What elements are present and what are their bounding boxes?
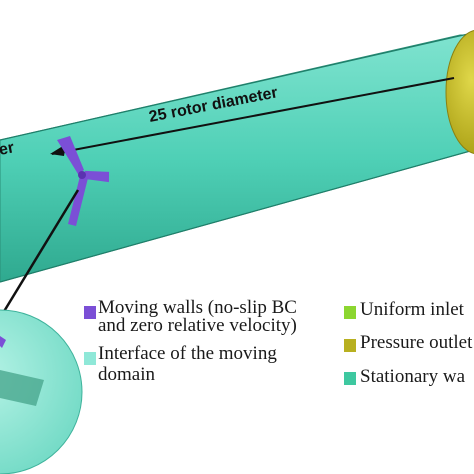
legend-stationary-walls: Stationary wa [360, 366, 466, 387]
legend-interface-line1: Interface of the moving [98, 343, 277, 364]
rotor-blade-upper [57, 136, 84, 174]
rotor-hub [78, 171, 86, 179]
rotor-blade-right [84, 170, 110, 183]
cylinder-top-edge [0, 33, 469, 141]
legend-swatch-uniform-inlet [344, 306, 356, 319]
legend-swatch-moving-walls [84, 306, 96, 319]
rotor-blades [57, 136, 110, 226]
legend-pressure-outlet: Pressure outlet [360, 332, 473, 353]
leader-line [0, 189, 80, 319]
detail-blade [0, 370, 44, 406]
moving-domain-detail [0, 309, 83, 474]
legend-swatch-stationary-walls [344, 372, 356, 385]
cylinder-bottom-edge [0, 149, 474, 283]
legend-moving-walls-line1: Moving walls (no-slip BC [98, 297, 297, 318]
legend-swatch-pressure-outlet [344, 339, 356, 352]
legend-uniform-inlet: Uniform inlet [360, 299, 464, 320]
legend-moving-walls-line2: and zero relative velocity) [98, 315, 297, 336]
detail-blade-purple [0, 336, 6, 348]
pressure-outlet-face [445, 29, 474, 155]
rotor-blade-lower [68, 176, 88, 226]
dimension-label-partial: er [0, 139, 16, 159]
legend-interface-line2: domain [98, 364, 155, 385]
dimension-arrow-line [51, 77, 455, 155]
legend-swatch-interface [84, 352, 96, 365]
